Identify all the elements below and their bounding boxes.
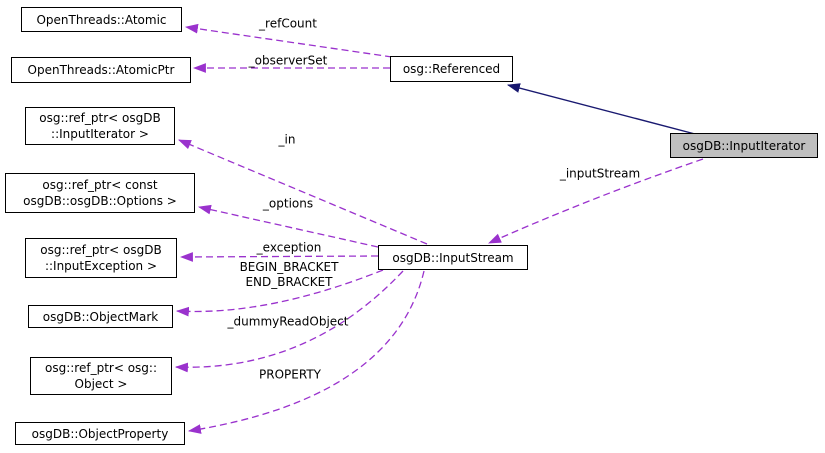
edge-label-in: _in <box>278 132 296 147</box>
edge-inheritance-line <box>506 83 696 135</box>
edge-label-observerset: _observerSet <box>248 53 328 68</box>
node-refptr-object[interactable]: osg::ref_ptr< osg:: Object > <box>30 357 172 395</box>
edge-property-line <box>187 270 425 434</box>
node-openthreads-atomicptr[interactable]: OpenThreads::AtomicPtr <box>11 57 191 83</box>
edge-in-line <box>178 139 428 245</box>
edge-refcount-line <box>184 23 393 58</box>
edge-label-dummyreadobject: _dummyReadObject <box>227 314 349 329</box>
edge-label-exception: _exception <box>256 240 322 255</box>
edge-options-line <box>197 204 379 248</box>
node-osg-referenced[interactable]: osg::Referenced <box>390 56 513 82</box>
edge-label-refcount: _refCount <box>259 16 317 31</box>
node-refptr-inputiterator[interactable]: osg::ref_ptr< osgDB ::InputIterator > <box>25 107 175 145</box>
edge-brackets-line <box>175 269 384 317</box>
edge-label-brackets: BEGIN_BRACKET END_BRACKET <box>239 260 339 289</box>
node-inputiterator-current: osgDB::InputIterator <box>670 133 818 158</box>
edge-inputstream-line <box>488 158 704 244</box>
node-objectproperty[interactable]: osgDB::ObjectProperty <box>15 422 185 445</box>
edge-label-options: _options <box>262 196 314 211</box>
node-refptr-options[interactable]: osg::ref_ptr< const osgDB::osgDB::Option… <box>5 173 195 213</box>
edge-label-inputstream: _inputStream <box>559 166 641 181</box>
node-refptr-inputexception[interactable]: osg::ref_ptr< osgDB ::InputException > <box>25 238 177 278</box>
node-inputstream[interactable]: osgDB::InputStream <box>378 245 528 270</box>
node-objectmark[interactable]: osgDB::ObjectMark <box>28 305 173 328</box>
edge-exception-line <box>179 252 379 262</box>
edge-dummyreadobject-line <box>174 270 404 373</box>
node-openthreads-atomic[interactable]: OpenThreads::Atomic <box>21 7 182 32</box>
edge-label-property: PROPERTY <box>259 367 321 382</box>
